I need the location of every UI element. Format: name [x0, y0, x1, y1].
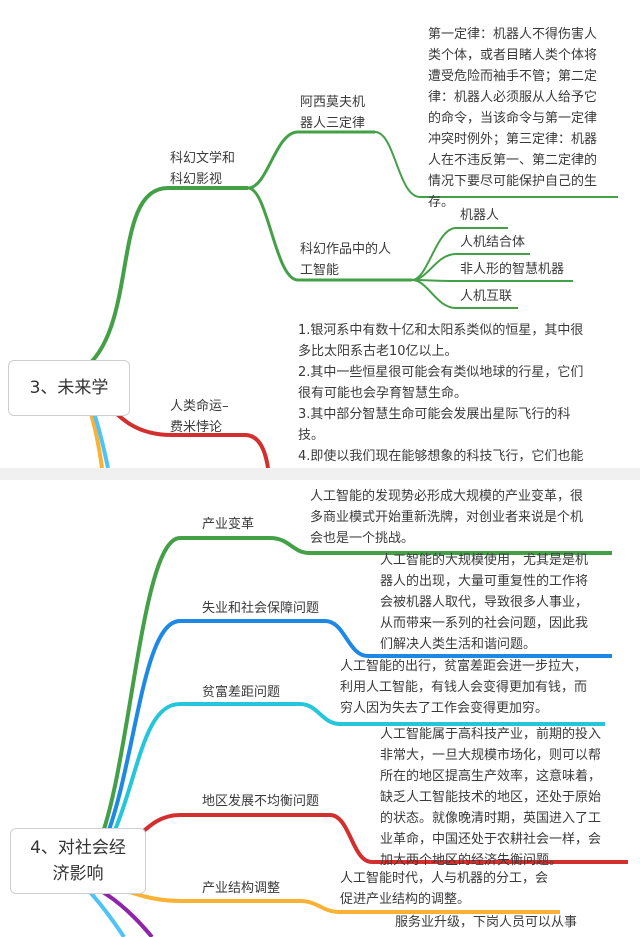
panel-separator — [0, 468, 640, 480]
text-service-upgrade: 服务业升级，下岗人员可以从事 — [395, 915, 578, 930]
fermi-label: 人类命运– 费米悖论 — [170, 399, 229, 435]
ai-in-works-label: 科幻作品中的人 工智能 — [300, 242, 392, 278]
asimov-label: 阿西莫夫机 器人三定律 — [300, 95, 366, 131]
fermi-text: 1.银河系中有数十亿和太阳系类似的恒星，其中很 多比太阳系古老10亿以上。 2.… — [298, 323, 584, 464]
branch-line-asimov — [247, 130, 375, 190]
text-wealth-gap: 人工智能的出行，贫富差距会进一步拉大， 利用人工智能，有钱人会变得更加有钱，而 … — [340, 659, 588, 716]
branch-line-wealth-gap — [102, 702, 605, 855]
mindmap-panel-economic-impact: 产业变革 人工智能的发现势必形成大规模的产业变革，很 多商业模式开始重新洗牌，对… — [0, 480, 640, 937]
text-industry-change: 人工智能的发现势必形成大规模的产业变革，很 多商业模式开始重新洗牌，对创业者来说… — [310, 489, 584, 546]
branch-line-asimov-text — [374, 131, 618, 198]
leaf-line-4 — [411, 279, 518, 309]
leaf-nonhuman-machine: 非人形的智慧机器 — [460, 262, 565, 277]
node-industrial-structure: 产业结构调整 — [202, 881, 281, 896]
branch-line-lightblue — [86, 888, 126, 937]
text-industrial-structure: 人工智能时代，人与机器的分工，会 促进产业结构的调整。 — [340, 871, 549, 907]
branch-lines-2 — [86, 536, 628, 937]
leaf-cyborg: 人机结合体 — [460, 235, 526, 250]
leaf-line-1 — [411, 227, 508, 281]
leaf-human-machine-link: 人机互联 — [460, 289, 513, 304]
node-regional-imbalance: 地区发展不均衡问题 — [202, 794, 320, 809]
leaf-robot: 机器人 — [460, 208, 500, 223]
branch-line-scifi — [80, 186, 248, 372]
text-regional-imbalance: 人工智能属于高科技产业，前期的投入 非常大，一旦大规模市场化，则可以帮 所在的地… — [380, 727, 602, 868]
root-node-economic-impact: 4、对社会经 济影响 — [10, 828, 146, 894]
leaf-line-3 — [411, 279, 573, 282]
scifi-branch-label: 科幻文学和 科幻影视 — [170, 151, 236, 187]
node-industry-change: 产业变革 — [202, 517, 255, 532]
node-wealth-gap: 贫富差距问题 — [202, 685, 281, 700]
branch-line-ai-works — [247, 186, 412, 282]
branch-line-industry-change — [94, 536, 612, 851]
node-unemployment: 失业和社会保障问题 — [202, 601, 320, 616]
branch-line-unemployment — [98, 619, 612, 853]
text-unemployment: 人工智能的大规模使用，尤其是是机 器人的出现，大量可重复性的工作将 会被机器人取… — [380, 553, 589, 652]
asimov-laws-text: 第一定律：机器人不得伤害人 类个体，或者目睹人类个体将 遭受危险而袖手不管；第二… — [428, 27, 598, 210]
mindmap-panel-futurology: 第一定律：机器人不得伤害人 类个体，或者目睹人类个体将 遭受危险而袖手不管；第二… — [0, 0, 640, 468]
root-node-futurology: 3、未来学 — [8, 360, 130, 416]
